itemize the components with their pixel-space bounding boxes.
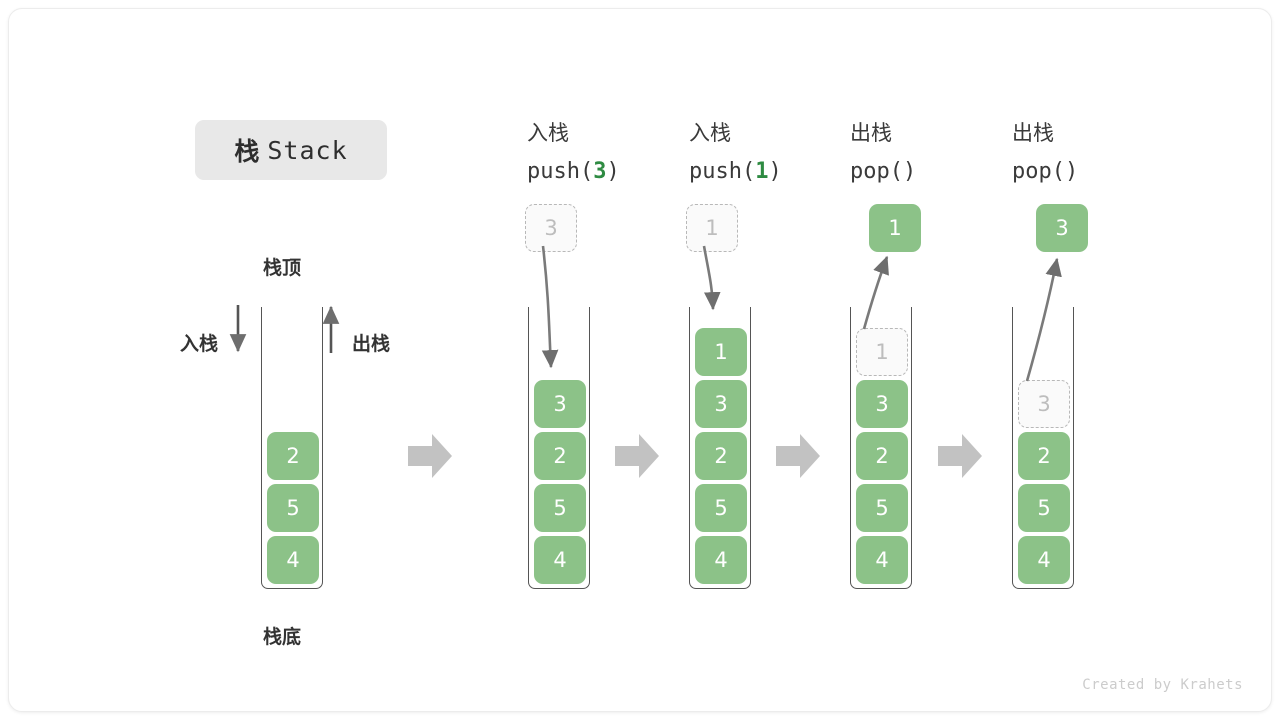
stage-flow-arrow-2-icon <box>615 434 659 478</box>
stack-cell: 4 <box>856 536 908 584</box>
stack-cell: 5 <box>534 484 586 532</box>
stack-cell: 5 <box>695 484 747 532</box>
op-code-arg: 3 <box>593 159 607 184</box>
op-code-post: ) <box>606 159 620 184</box>
op-label-pop-1-cn: 出栈 <box>850 121 892 145</box>
stack-cell-ghost: 1 <box>856 328 908 376</box>
stack-container-after-push-3: 3 2 5 4 <box>528 307 590 589</box>
watermark: Created by Krahets <box>1082 677 1243 693</box>
stack-cell-ghost: 3 <box>1018 380 1070 428</box>
stack-cell: 1 <box>695 328 747 376</box>
stack-cell: 3 <box>856 380 908 428</box>
stack-cell: 4 <box>534 536 586 584</box>
stage-flow-arrow-3-icon <box>776 434 820 478</box>
stage-flow-arrow-4-icon <box>938 434 982 478</box>
floating-popped-box-3: 3 <box>1036 204 1088 252</box>
stack-cell: 2 <box>856 432 908 480</box>
label-stack-top: 栈顶 <box>263 257 302 279</box>
op-label-pop-3-code: pop() <box>1012 159 1079 184</box>
op-label-pop-3-cn: 出栈 <box>1012 121 1054 145</box>
stack-cell: 2 <box>534 432 586 480</box>
label-push-direction: 入栈 <box>180 333 219 355</box>
figure-title-en: Stack <box>267 135 348 165</box>
op-code-arg: 1 <box>755 159 769 184</box>
op-label-push-3-cn: 入栈 <box>527 121 569 145</box>
stack-cell: 3 <box>695 380 747 428</box>
stack-cell: 5 <box>1018 484 1070 532</box>
op-label-push-1-cn: 入栈 <box>689 121 731 145</box>
op-label-push-3: 入栈 push(3) <box>527 114 620 191</box>
op-label-pop-3: 出栈 pop() <box>1012 114 1078 191</box>
op-code-pre: push( <box>527 159 594 184</box>
stage-flow-arrow-1-icon <box>408 434 452 478</box>
op-label-push-1: 入栈 push(1) <box>689 114 782 191</box>
op-label-pop-1-code: pop() <box>850 159 917 184</box>
stack-cell: 3 <box>534 380 586 428</box>
stack-cell: 2 <box>1018 432 1070 480</box>
push-1-flow-arrow-icon <box>702 245 721 311</box>
stack-container-pop-3: 3 2 5 4 <box>1012 307 1074 589</box>
stack-cell: 5 <box>267 484 319 532</box>
stack-cell: 2 <box>695 432 747 480</box>
op-label-pop-1: 出栈 pop() <box>850 114 916 191</box>
stack-cell: 4 <box>695 536 747 584</box>
op-label-push-3-code: push(3) <box>527 159 620 184</box>
floating-ghost-box-push-1: 1 <box>686 204 738 252</box>
stack-cell: 2 <box>267 432 319 480</box>
stack-container-after-push-1: 1 3 2 5 4 <box>689 307 751 589</box>
label-stack-bottom: 栈底 <box>263 626 302 648</box>
label-pop-direction: 出栈 <box>352 333 391 355</box>
op-label-push-1-code: push(1) <box>689 159 782 184</box>
figure-title-cn: 栈 <box>234 137 261 166</box>
op-code-pre: push( <box>689 159 756 184</box>
stack-cell: 4 <box>1018 536 1070 584</box>
arrow-overlay <box>229 245 1062 478</box>
stack-container-pop-1: 1 3 2 5 4 <box>850 307 912 589</box>
stack-cell: 5 <box>856 484 908 532</box>
stack-cell: 4 <box>267 536 319 584</box>
floating-popped-box-1: 1 <box>869 204 921 252</box>
floating-ghost-box-push-3: 3 <box>525 204 577 252</box>
op-code-post: ) <box>768 159 782 184</box>
stack-container-initial: 2 5 4 <box>261 307 323 589</box>
